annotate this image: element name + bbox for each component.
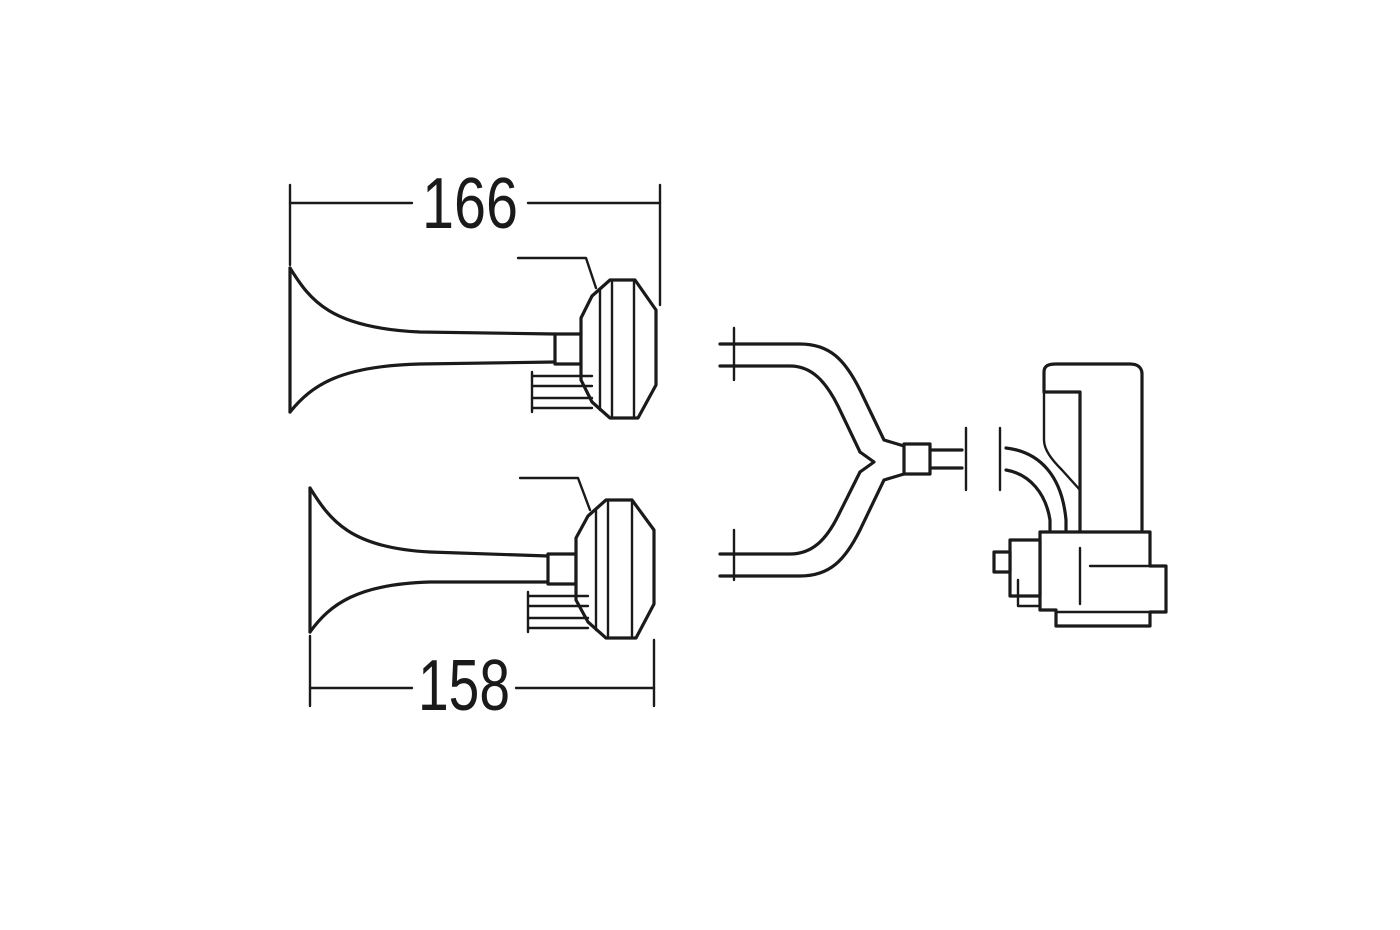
compressor-inlet-hose-inner xyxy=(1004,468,1052,534)
compressor-motor-side xyxy=(1042,390,1082,492)
lower-horn-terminals xyxy=(526,594,590,630)
y-air-hose xyxy=(718,326,1002,582)
lower-horn-neck xyxy=(546,552,578,586)
upper-horn-bell-bottom xyxy=(288,360,557,414)
upper-horn-bell-top xyxy=(288,266,557,336)
dim-label-166: 166 xyxy=(422,164,518,244)
hose-junction-crotch xyxy=(858,450,876,474)
dim-label-158: 158 xyxy=(418,646,510,726)
dimension-lower: 158 xyxy=(308,634,656,726)
upper-horn-terminals xyxy=(530,374,594,410)
lower-horn-bell-top xyxy=(308,486,550,558)
lower-horn-air-fitting xyxy=(518,476,592,512)
upper-horn xyxy=(288,256,658,420)
compressor-inlet-hose-outer xyxy=(1004,446,1068,538)
hose-upper-branch-outer xyxy=(718,342,906,448)
upper-horn-neck xyxy=(553,332,583,366)
compressor-connector xyxy=(1008,538,1042,598)
hose-upper-branch-inner xyxy=(718,364,862,454)
compressor xyxy=(992,362,1168,628)
lower-horn xyxy=(308,476,656,640)
upper-horn-air-fitting xyxy=(516,256,598,290)
compressor-connector-clip xyxy=(1016,578,1042,608)
hose-lower-branch-inner xyxy=(718,470,862,556)
dimension-upper: 166 xyxy=(288,164,662,307)
compressor-motor xyxy=(1042,362,1144,550)
hose-junction-fitting xyxy=(902,442,932,476)
compressor-connector-plug xyxy=(992,550,1012,574)
hose-lower-branch-outer xyxy=(718,472,906,578)
lower-horn-bell-bottom xyxy=(308,580,550,634)
